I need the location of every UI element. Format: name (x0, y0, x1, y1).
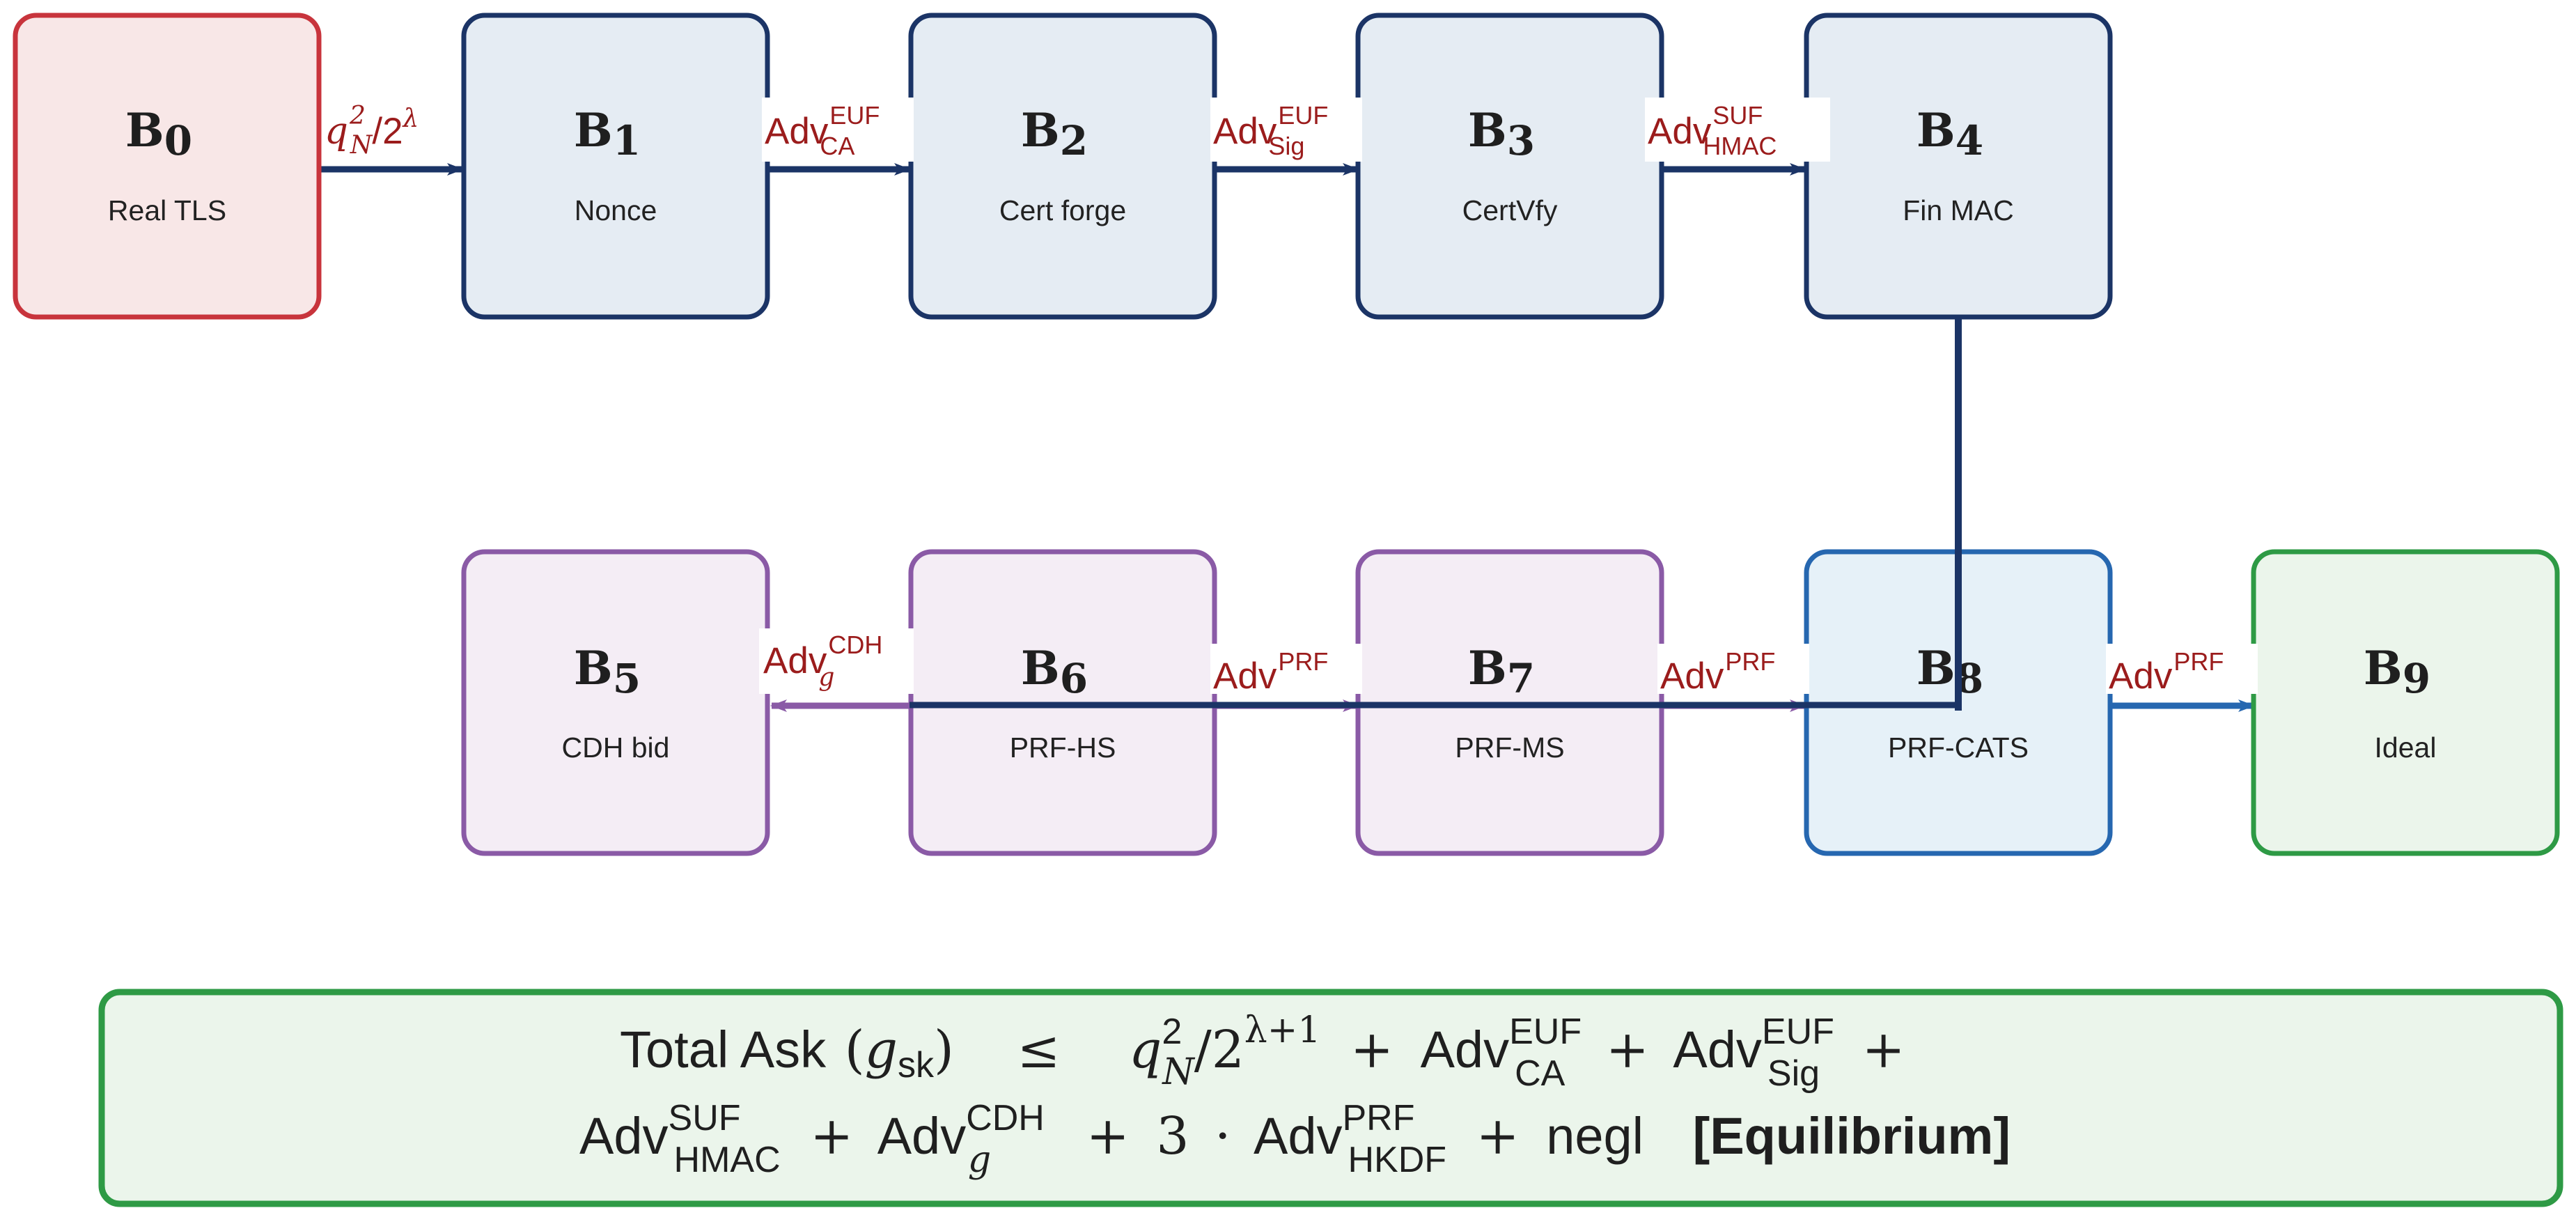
node-b0: B0 Real TLS (13, 13, 322, 320)
svg-text:B6: B6 (1021, 641, 1088, 702)
node-b5-label: CDH bid (562, 732, 670, 764)
node-b0-label: Real TLS (108, 194, 226, 226)
node-b2-label: Cert forge (999, 194, 1126, 226)
svg-text:B7: B7 (1468, 641, 1535, 702)
node-b2: B2 Cert forge (908, 13, 1217, 320)
node-b4-label: Fin MAC (1903, 194, 2013, 226)
svg-text:AdvPRF: AdvPRF (1213, 647, 1328, 697)
b4-feedback-connector (910, 317, 1962, 711)
edge-label-b7-b8: AdvPRF (1657, 644, 1809, 697)
node-b3-label: CertVfy (1462, 194, 1558, 226)
node-b6-label: PRF-HS (1010, 732, 1116, 764)
node-b4: B4 Fin MAC (1804, 13, 2113, 320)
svg-text:AdvPRF: AdvPRF (1660, 647, 1775, 697)
node-b3: B3 CertVfy (1355, 13, 1664, 320)
node-b9: B9 Ideal (2251, 549, 2560, 856)
svg-text:B9: B9 (2364, 641, 2430, 702)
svg-text:B5: B5 (574, 641, 641, 702)
node-b8-label: PRF-CATS (1888, 732, 2029, 764)
edge-label-b6-b7: AdvPRF (1210, 644, 1362, 697)
svg-text:B1: B1 (574, 103, 641, 164)
svg-text:B4: B4 (1917, 103, 1983, 164)
svg-text:B3: B3 (1468, 103, 1535, 164)
edge-label-b8-b9: AdvPRF (2106, 644, 2258, 697)
svg-text:q2N/2λ: q2N/2λ (325, 102, 419, 160)
svg-text:B0: B0 (125, 103, 192, 164)
node-b1-label: Nonce (575, 194, 657, 226)
node-b7-label: PRF-MS (1455, 732, 1564, 764)
node-b5: B5 CDH bid (461, 549, 770, 856)
node-b9-label: Ideal (2375, 732, 2437, 764)
svg-text:B2: B2 (1021, 103, 1088, 164)
node-b1: B1 Nonce (461, 13, 770, 320)
svg-text:AdvPRF: AdvPRF (2109, 647, 2224, 697)
